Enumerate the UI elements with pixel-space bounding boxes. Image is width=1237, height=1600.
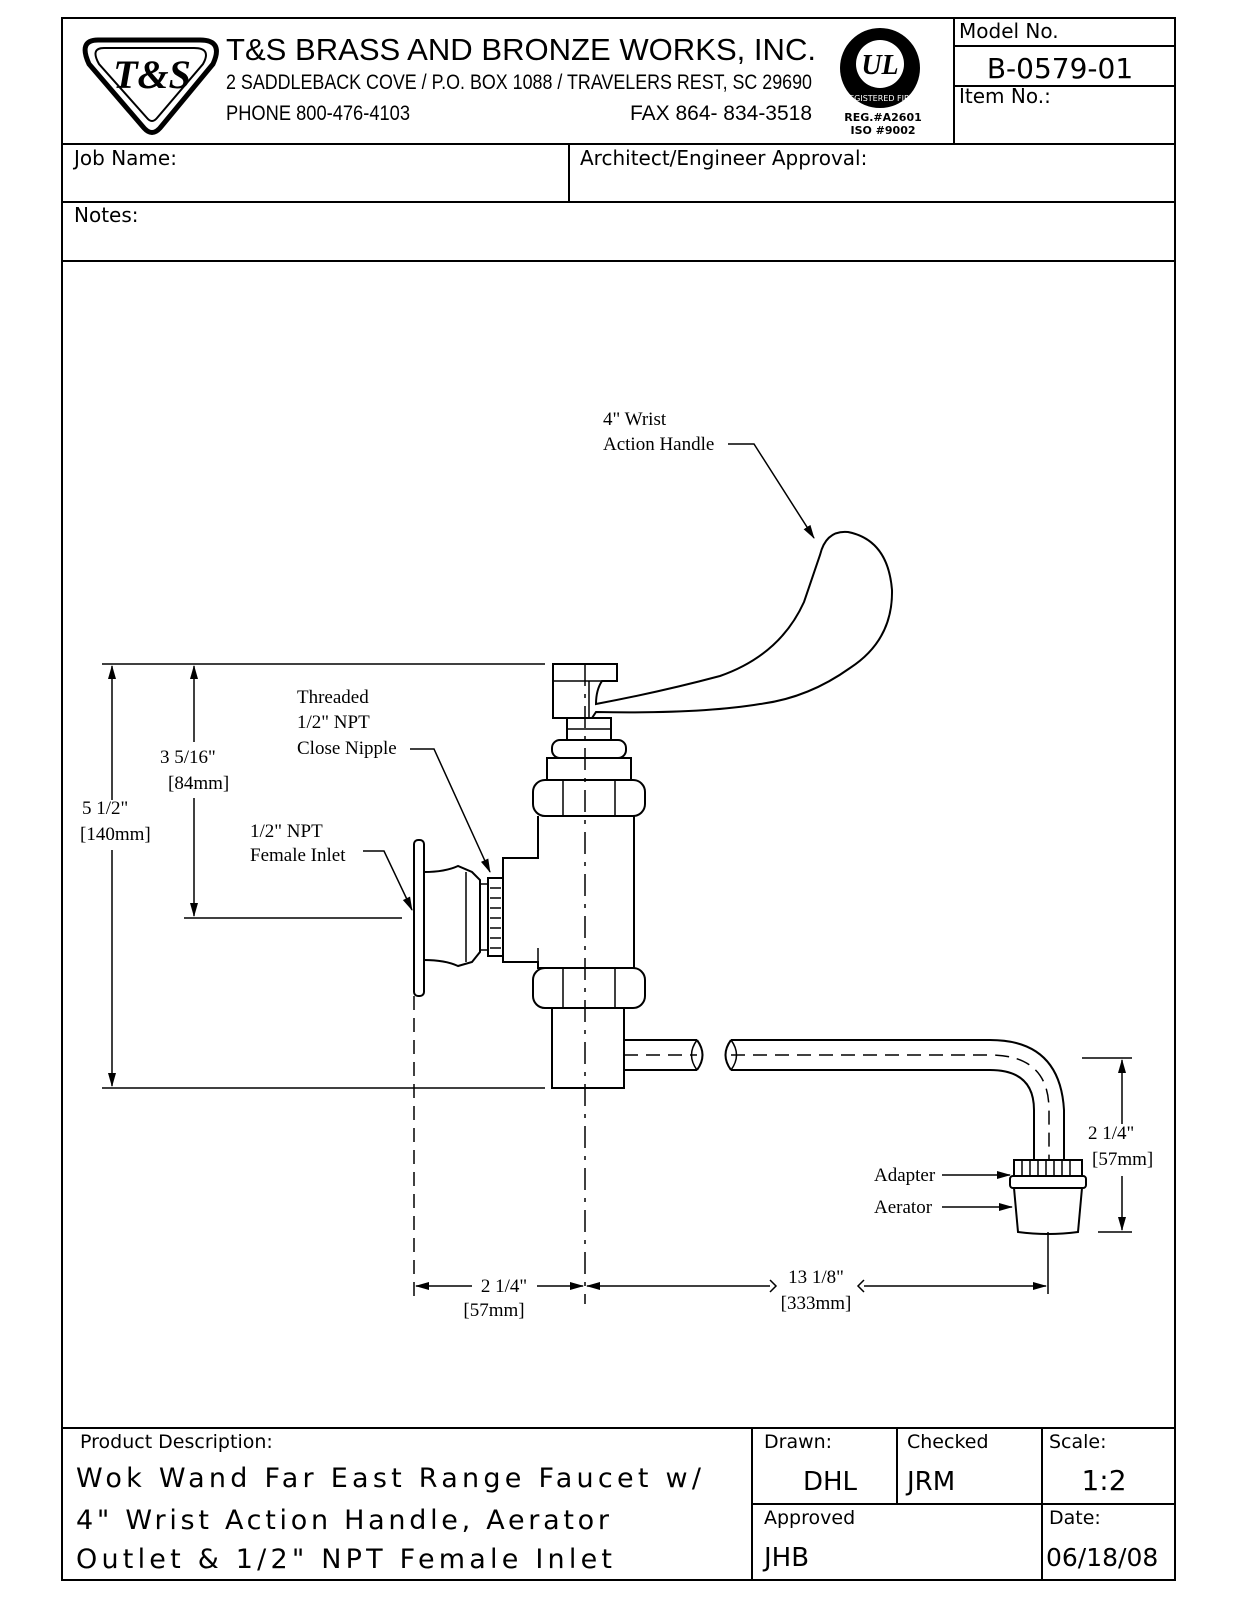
date-value: 06/18/08 (1046, 1543, 1158, 1572)
dim-height-total-mm: [140mm] (80, 824, 151, 845)
product-description-line3: Outlet & 1/2" NPT Female Inlet (76, 1544, 612, 1575)
callout-handle-line1: 4" Wrist (603, 409, 667, 430)
product-description-line1: Wok Wand Far East Range Faucet w/ (76, 1463, 702, 1494)
approved-label: Approved (764, 1507, 855, 1529)
date-label: Date: (1049, 1507, 1101, 1529)
scale-value: 1:2 (1081, 1464, 1126, 1497)
valve-stem (546, 717, 632, 781)
company-logo: T&S (82, 37, 219, 135)
dim-height-total-in: 5 1/2" (82, 798, 128, 819)
close-nipple (480, 877, 504, 957)
logo-text: T&S (113, 52, 191, 97)
scale-label: Scale: (1049, 1431, 1107, 1453)
company-phone: PHONE 800-476-4103 (226, 102, 410, 125)
valve-body (502, 816, 635, 969)
company-address: 2 SADDLEBACK COVE / P.O. BOX 1088 / TRAV… (226, 71, 812, 94)
callout-adapter: Adapter (874, 1165, 936, 1186)
callout-inlet-line1: 1/2" NPT (250, 821, 323, 842)
dim-spout-reach-mm: [333mm] (781, 1293, 852, 1314)
dim-spout-reach-in: 13 1/8" (788, 1267, 844, 1288)
upper-hex-nut (532, 779, 646, 817)
drawn-value: DHL (803, 1467, 858, 1497)
company-fax: FAX 864- 834-3518 (630, 102, 812, 125)
checked-label: Checked (907, 1431, 989, 1453)
callout-nipple-line3: Close Nipple (297, 738, 397, 759)
frame-lines (61, 17, 1176, 1581)
approved-value: JHB (762, 1543, 809, 1573)
callout-inlet-line2: Female Inlet (250, 845, 346, 866)
dim-spout-drop-in: 2 1/4" (1088, 1123, 1134, 1144)
model-label: Model No. (959, 19, 1059, 43)
ul-registered-firm-seal: UL REGISTERED FIRM REG.#A2601 ISO #9002 (840, 28, 922, 137)
aerator (1012, 1187, 1084, 1235)
notes-label: Notes: (74, 203, 139, 227)
ul-iso-number: ISO #9002 (850, 124, 915, 137)
callout-nipple-line2: 1/2" NPT (297, 712, 370, 733)
callout-handle-line2: Action Handle (603, 434, 714, 455)
faucet-drawing (413, 530, 1087, 1304)
aerator-adapter (1009, 1159, 1087, 1189)
product-description-label: Product Description: (80, 1431, 273, 1453)
spout-tube (624, 1039, 1065, 1160)
architect-approval-label: Architect/Engineer Approval: (580, 146, 867, 170)
company-name: T&S BRASS AND BRONZE WORKS, INC. (226, 32, 816, 67)
product-description-line2: 4" Wrist Action Handle, Aerator (76, 1505, 610, 1536)
lower-hex-nut (532, 967, 646, 1009)
spout-base (551, 1007, 625, 1089)
checked-value: JRM (905, 1467, 955, 1497)
dim-inlet-offset-mm: [57mm] (463, 1300, 524, 1321)
callout-aerator: Aerator (874, 1197, 933, 1218)
dim-height-inlet-mm: [84mm] (168, 773, 229, 794)
dim-height-inlet-in: 3 5/16" (160, 747, 216, 768)
dim-spout-drop-mm: [57mm] (1092, 1149, 1153, 1170)
item-label: Item No.: (959, 84, 1051, 108)
callout-nipple-line1: Threaded (297, 687, 369, 708)
ul-ring-text: REGISTERED FIRM (844, 94, 917, 103)
model-number: B-0579-01 (987, 52, 1133, 85)
ul-mark-text: UL (861, 50, 898, 81)
dim-inlet-offset-in: 2 1/4" (481, 1276, 527, 1297)
wrist-action-handle (552, 530, 894, 719)
drawn-label: Drawn: (764, 1431, 832, 1453)
ul-reg-number: REG.#A2601 (844, 111, 922, 124)
dimension-lines (102, 443, 1132, 1293)
job-name-label: Job Name: (72, 146, 177, 170)
inlet-flange (413, 839, 481, 997)
